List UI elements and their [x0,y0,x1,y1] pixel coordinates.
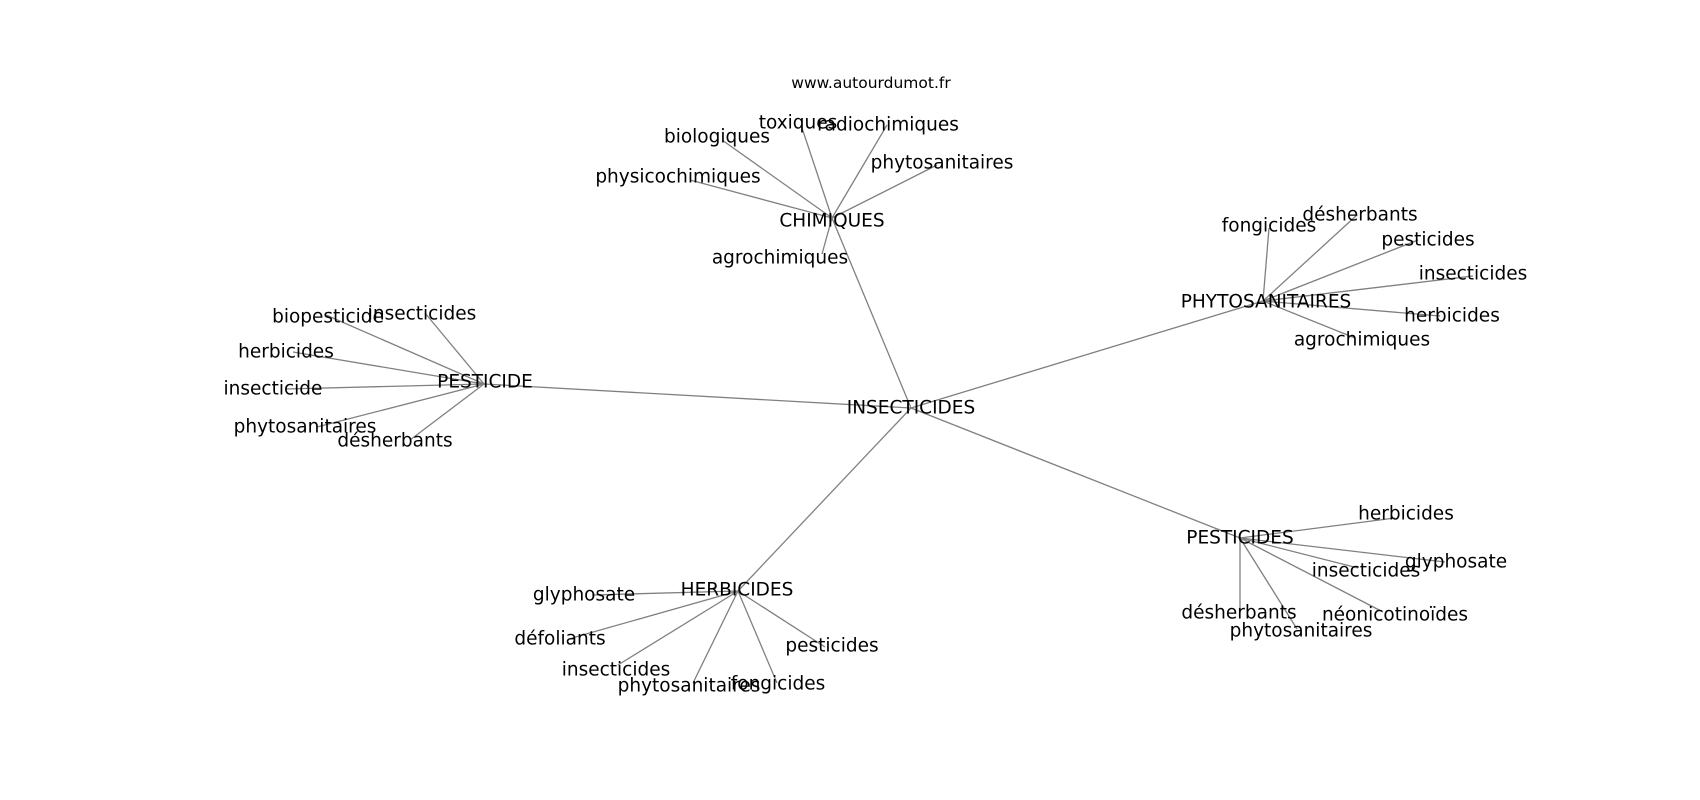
leaf-node-label: physicochimiques [595,167,760,188]
edge-hub-to-leaf [821,217,833,255]
edge-center-to-hub [910,300,1264,409]
hub-node-label: CHIMIQUES [779,211,884,232]
center-node-label: INSECTICIDES [847,398,975,419]
edge-hub-to-leaf [1262,300,1356,339]
edge-hub-to-leaf [1239,537,1359,569]
edge-hub-to-leaf [1239,537,1298,630]
leaf-node-label: pesticides [785,636,878,657]
edge-hub-to-leaf [1262,300,1441,317]
edge-hub-to-leaf [285,383,485,390]
leaf-node-label: désherbants [337,431,452,452]
edge-hub-to-leaf [831,164,938,219]
leaf-node-label: désherbants [1302,205,1417,226]
leaf-node-label: néonicotinoïdes [1322,605,1468,626]
graph-edges [285,124,1474,684]
edge-hub-to-leaf [1239,537,1446,563]
edge-hub-to-leaf [1262,275,1474,302]
edge-hub-to-leaf [831,124,888,219]
edge-hub-to-leaf [409,383,485,441]
edge-center-to-hub [483,383,912,409]
edge-center-to-hub [910,407,1241,539]
hub-node-label: PESTICIDES [1186,528,1293,549]
leaf-node-label: insecticides [368,304,477,325]
edge-center-to-hub [831,217,912,409]
leaf-node-label: pesticides [1381,230,1474,251]
hub-node-label: HERBICIDES [681,580,794,601]
leaf-node-label: fongicides [731,674,826,695]
leaf-node-label: glyphosate [1405,552,1507,573]
leaf-node-label: insecticides [1419,264,1528,285]
leaf-node-label: herbicides [1358,504,1454,525]
leaf-node-label: agrochimiques [712,248,848,269]
leaf-node-label: phytosanitaires [618,676,761,697]
edge-hub-to-leaf [1239,537,1384,613]
edge-hub-to-leaf [1262,214,1358,302]
leaf-node-label: insecticides [562,660,671,681]
edge-hub-to-leaf [617,590,739,666]
leaf-node-label: fongicides [1222,216,1317,237]
edge-hub-to-leaf [424,312,485,385]
edge-hub-to-leaf [325,314,485,385]
edge-hub-to-leaf [1239,517,1396,539]
leaf-node-label: phytosanitaires [871,153,1014,174]
edge-hub-to-leaf [737,590,826,648]
source-label: www.autourdumot.fr [791,74,951,92]
edge-hub-to-leaf [316,383,485,428]
hub-node-label: PESTICIDE [437,372,533,393]
leaf-node-label: herbicides [238,342,334,363]
edge-hub-to-leaf [800,124,833,219]
edge-hub-to-leaf [692,590,739,684]
leaf-node-label: biologiques [664,127,770,148]
edge-hub-to-leaf [292,351,485,385]
edge-hub-to-leaf [1262,227,1270,302]
leaf-node-label: insecticide [224,379,323,400]
edge-center-to-hub [737,407,912,592]
graph-labels: INSECTICIDES CHIMIQUES biologiquestoxiques… [224,113,1528,697]
leaf-node-label: biopesticide [272,307,384,328]
edge-hub-to-leaf [591,590,739,596]
edge-hub-to-leaf [689,179,833,219]
leaf-node-label: défoliants [514,629,605,650]
leaf-node-label: phytosanitaires [1230,621,1373,642]
leaf-node-label: agrochimiques [1294,330,1430,351]
leaf-node-label: phytosanitaires [234,417,377,438]
leaf-node-label: glyphosate [533,585,635,606]
hub-node-label: PHYTOSANITAIRES [1181,292,1352,313]
leaf-node-label: toxiques [759,113,838,134]
edge-hub-to-leaf [571,590,739,639]
leaf-node-label: insecticides [1312,561,1421,582]
leaf-node-label: radiochimiques [817,115,959,136]
edge-hub-to-leaf [737,590,778,684]
edge-hub-to-leaf [1262,239,1419,302]
edge-hub-to-leaf [721,139,833,219]
leaf-node-label: herbicides [1404,306,1500,327]
leaf-node-label: désherbants [1181,603,1296,624]
